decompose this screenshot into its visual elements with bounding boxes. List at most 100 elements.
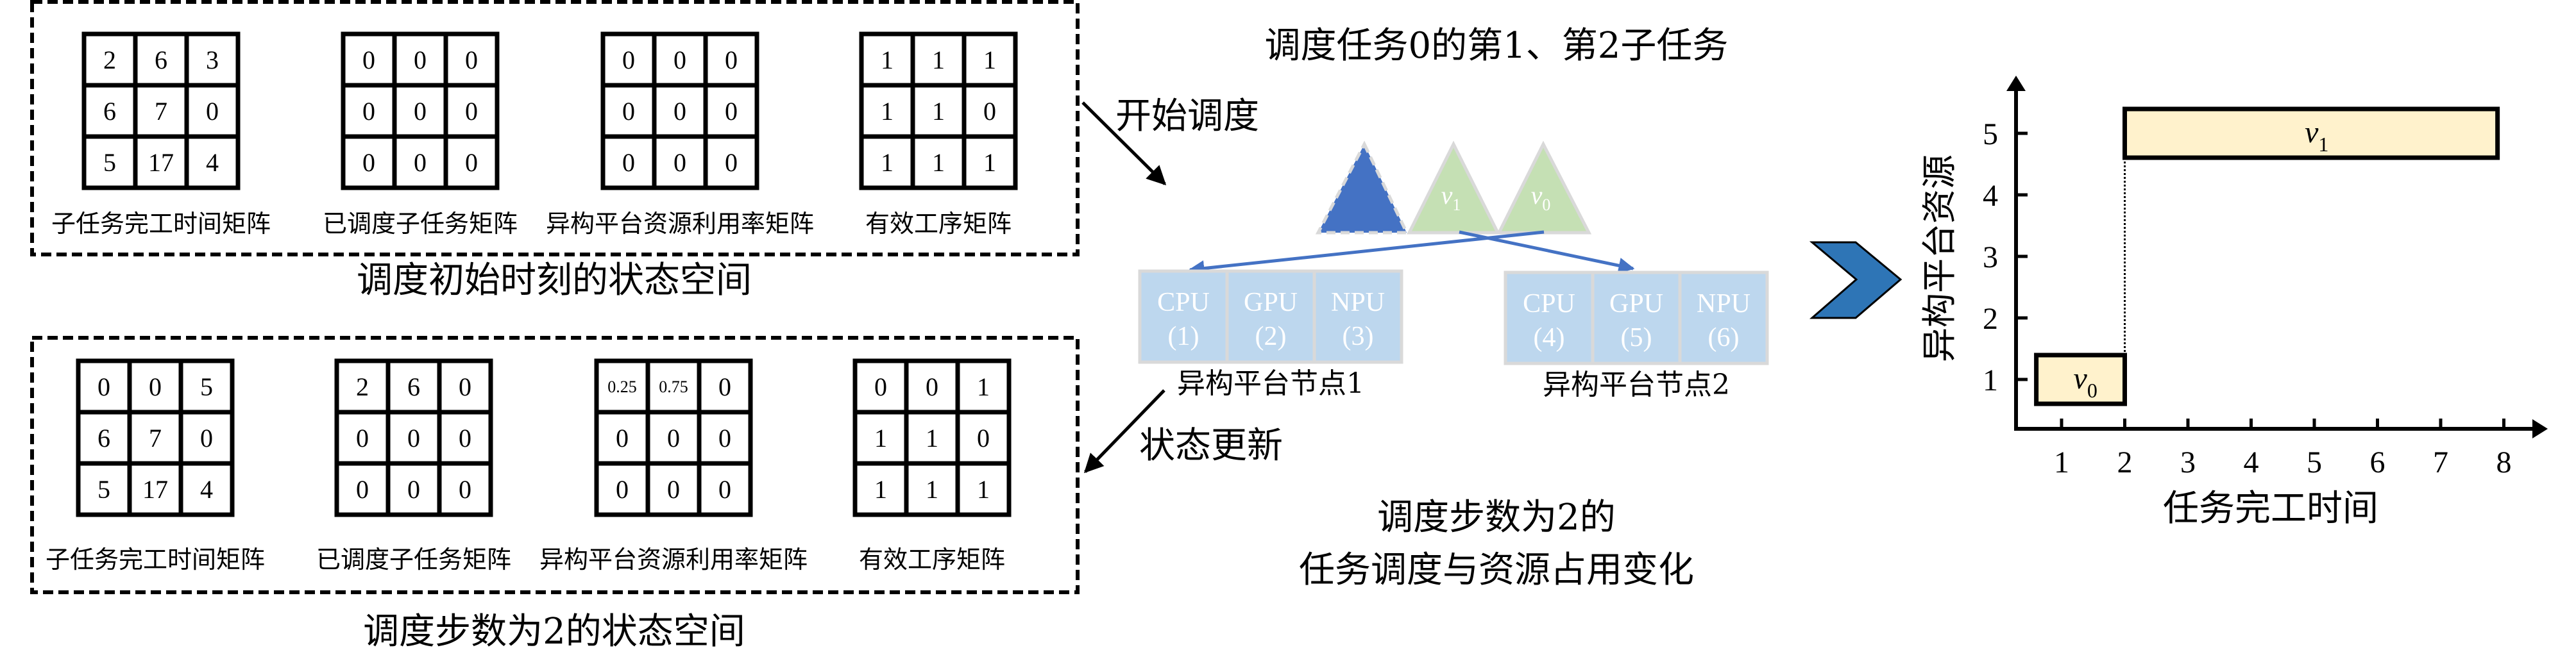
matrix-cell-value: 0 <box>718 424 731 453</box>
matrix-cell-value: 0 <box>362 148 375 177</box>
matrix-cell <box>697 358 753 415</box>
processor-npu-6: NPU(6) <box>1678 270 1769 365</box>
matrix-cell-value: 0 <box>718 372 731 401</box>
node-label: 异构平台节点2 <box>1543 369 1730 401</box>
matrix-cell-value: 17 <box>148 148 174 177</box>
y-tick-label: 3 <box>1983 240 1998 274</box>
y-tick-label: 4 <box>1983 179 1998 213</box>
matrix-cell-value: 0 <box>149 372 162 401</box>
matrix-cell <box>127 461 183 517</box>
matrix-cell-value: 0 <box>200 424 213 453</box>
processor-box <box>1504 270 1595 365</box>
matrix-cell-value: 1 <box>926 475 938 504</box>
node-label: 异构平台节点1 <box>1177 367 1364 400</box>
matrix-cell-value: 0 <box>459 424 471 453</box>
y-axis-label: 异构平台资源 <box>1919 154 1960 362</box>
matrix-cell <box>443 83 500 139</box>
initial-state-title: 调度初始时刻的状态空间 <box>357 260 752 301</box>
state-update-label: 状态更新 <box>1139 425 1283 467</box>
gantt-bar-rect <box>2034 353 2128 406</box>
processor-index: (5) <box>1621 323 1652 353</box>
matrix-cell-value: 1 <box>932 97 945 126</box>
chevron-right-icon <box>1809 241 1902 319</box>
matrix-cell <box>437 358 493 415</box>
matrix-cell-value: 0 <box>616 424 629 453</box>
processor-index: (3) <box>1343 322 1374 351</box>
matrix-cell-value: 7 <box>155 97 167 126</box>
scheduling-title: 调度任务0的第1、第2子任务 <box>1265 25 1729 67</box>
matrix-cell-value: 2 <box>356 372 369 401</box>
matrix-cell <box>594 358 650 415</box>
matrix-cell-value: 0 <box>356 424 369 453</box>
matrix-cell <box>910 134 967 190</box>
matrix-cell-value: 0 <box>622 148 635 177</box>
matrix-cell-value: 0 <box>977 424 990 453</box>
scheduling-caption-line1: 调度步数为2的 <box>1377 497 1616 538</box>
matrix-cell <box>645 410 702 466</box>
scheduling-section: 调度任务0的第1、第2子任务 v1 v0 CPU(1)GPU(2)NPU(3)异… <box>1138 25 1769 591</box>
x-axis-arrow-icon <box>2532 419 2548 438</box>
matrix-cell <box>910 83 967 139</box>
y-tick-label: 1 <box>1983 363 1998 397</box>
matrix-cell <box>334 461 391 517</box>
matrix-cell-value: 1 <box>932 46 945 74</box>
processor-cpu-4: CPU(4) <box>1504 270 1595 365</box>
matrix-cell-value: 6 <box>103 97 116 126</box>
processor-gpu-5: GPU(5) <box>1591 270 1682 365</box>
matrix-cell-value: 0.75 <box>659 378 688 396</box>
matrix-cell-value: 0 <box>362 46 375 74</box>
matrix-cell-value: 0 <box>465 148 478 177</box>
matrix-cell-value: 5 <box>200 372 213 401</box>
matrix-cell-value: 0 <box>667 475 680 504</box>
scheduled-task-triangle <box>1315 140 1409 235</box>
x-tick-label: 4 <box>2244 445 2259 479</box>
task-v1-label: v1 <box>1441 181 1461 214</box>
matrix-cell <box>392 83 448 139</box>
processor-index: (4) <box>1534 323 1565 353</box>
x-tick-label: 5 <box>2307 445 2322 479</box>
matrix-cell-value: 0 <box>622 46 635 74</box>
matrix-cell-value: 1 <box>977 475 990 504</box>
matrix-cell-value: 0 <box>616 475 629 504</box>
matrix-cell-value: 0 <box>926 372 938 401</box>
initial-state-frame <box>30 0 1080 256</box>
step2-state-frame <box>30 336 1080 594</box>
matrix-cell-value: 0 <box>725 148 738 177</box>
matrix-cell <box>184 134 241 190</box>
processor-box <box>1678 270 1769 365</box>
matrix-cell <box>443 134 500 190</box>
matrix-cell-value: 0 <box>356 475 369 504</box>
matrix-cell <box>178 461 235 517</box>
matrix-cell-value: 5 <box>103 148 116 177</box>
matrix-cell-value: 5 <box>97 475 110 504</box>
x-tick-label: 8 <box>2496 445 2512 479</box>
matrix-label: 已调度子任务矩阵 <box>316 545 511 574</box>
matrix-cell <box>962 31 1018 88</box>
matrix-cell-value: 1 <box>983 148 996 177</box>
matrix-cell-value: 0 <box>465 97 478 126</box>
start-scheduling-flow: 开始调度 <box>1081 96 1259 186</box>
matrix-cell-value: 0 <box>674 97 686 126</box>
x-tick-label: 6 <box>2370 445 2385 479</box>
matrix-cell-value: 4 <box>200 475 213 504</box>
matrix-cell <box>341 134 397 190</box>
matrix-cell-value: 0.25 <box>607 378 637 396</box>
matrix-label: 异构平台资源利用率矩阵 <box>546 210 814 238</box>
step2-state-title: 调度步数为2的状态空间 <box>363 611 745 653</box>
assign-v1-to-gpu5-arrow-icon <box>1459 230 1635 274</box>
matrix-label: 已调度子任务矩阵 <box>323 210 518 238</box>
matrix-cell-value: 1 <box>983 46 996 74</box>
matrix-cell-value: 0 <box>674 148 686 177</box>
matrix-label: 子任务完工时间矩阵 <box>46 545 265 574</box>
x-tick-label: 3 <box>2180 445 2196 479</box>
matrix-cell-value: 1 <box>932 148 945 177</box>
matrix-cell-value: 0 <box>414 46 427 74</box>
matrix-cell-value: 1 <box>881 97 894 126</box>
matrix-cell <box>955 461 1012 517</box>
matrix-cell-value: 0 <box>459 372 471 401</box>
processor-index: (6) <box>1708 323 1740 353</box>
matrix-cell <box>437 410 493 466</box>
matrix-cell <box>184 83 241 139</box>
